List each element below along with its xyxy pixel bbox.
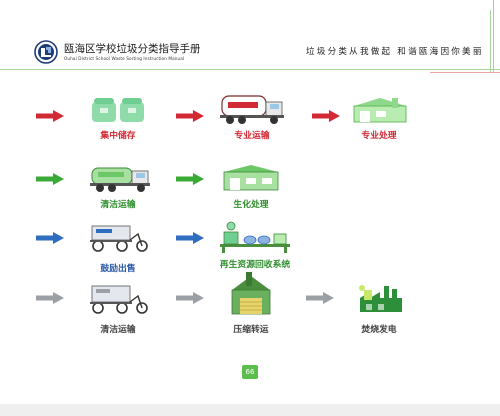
recycling-line-icon [220, 221, 290, 253]
arrow-right-icon [176, 173, 204, 185]
corner-line-green [490, 10, 491, 72]
treatment-plant-icon [223, 165, 279, 191]
corner-line-red-horizontal [430, 72, 500, 73]
page-subtitle: Ouhai District School Waste Sorting Inst… [64, 56, 185, 61]
arrow-right-icon [312, 110, 340, 122]
incineration-plant-icon [359, 285, 402, 312]
step-label: 专业处理 [361, 131, 397, 141]
treatment-plant-icon [353, 98, 407, 123]
arrow-right-icon [306, 292, 334, 304]
arrow-right-icon [36, 292, 64, 304]
compression-station-icon [231, 272, 271, 315]
step-label: 清洁运输 [100, 325, 136, 335]
step-label: 专业运输 [234, 131, 270, 141]
bin-storage-icon [92, 98, 144, 122]
step-label: 清洁运输 [100, 200, 136, 210]
arrow-right-icon [36, 173, 64, 185]
arrow-right-icon [176, 232, 204, 244]
arrow-right-icon [176, 110, 204, 122]
arrow-right-icon [36, 110, 64, 122]
garbage-truck-icon [90, 167, 150, 192]
page-title: 瓯海区学校垃圾分类指导手册 [64, 43, 201, 55]
school-emblem-icon [34, 40, 58, 64]
step-label: 集中储存 [100, 131, 136, 141]
step-label: 生化处理 [233, 200, 269, 210]
step-label: 再生资源回收系统 [219, 260, 291, 270]
arrow-right-icon [176, 292, 204, 304]
arrow-right-icon [36, 232, 64, 244]
corner-line-red [493, 0, 494, 72]
slogan: 垃圾分类从我做起 和谐瓯海因你美丽 [306, 47, 484, 57]
header-rule [0, 69, 500, 70]
garbage-truck-icon [220, 95, 284, 124]
step-label: 压缩转运 [233, 325, 269, 335]
step-label: 焚烧发电 [361, 325, 397, 335]
cargo-tricycle-icon [90, 225, 148, 252]
step-label: 鼓励出售 [100, 264, 136, 274]
cargo-tricycle-icon [90, 285, 148, 314]
bottom-band [0, 404, 500, 416]
page-number: 66 [242, 365, 258, 379]
